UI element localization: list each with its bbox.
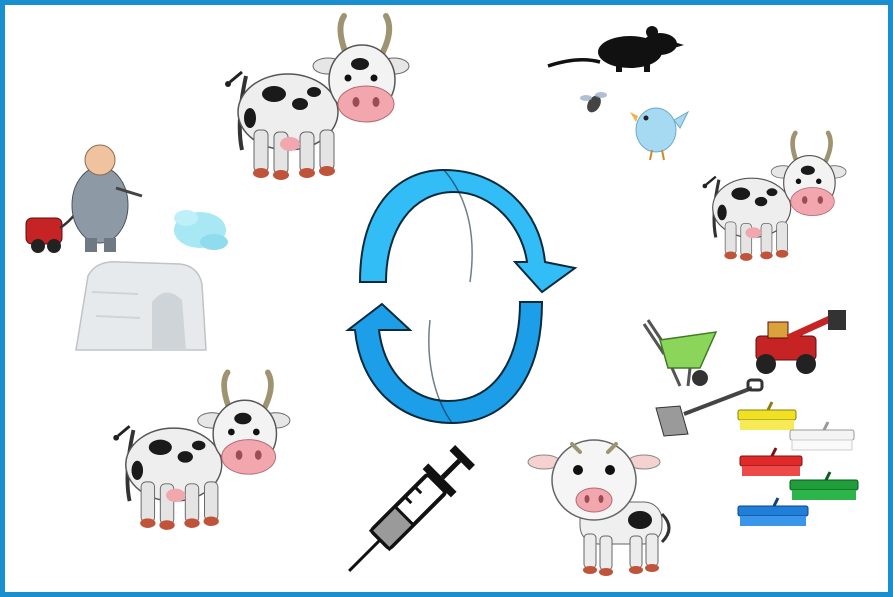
calf-icon xyxy=(528,440,669,576)
wheelbarrow-icon xyxy=(644,320,716,386)
farmer-pressure-washer-icon xyxy=(26,145,142,253)
syringe-icon xyxy=(335,441,479,585)
broom-heads-icon xyxy=(738,402,858,526)
adult-cow-bottom-left-icon xyxy=(113,372,290,529)
calf-hutch-icon xyxy=(76,262,206,350)
cycle-arrows-icon xyxy=(348,170,575,423)
rat-icon xyxy=(548,26,684,72)
bird-icon xyxy=(630,108,688,160)
fly-icon xyxy=(580,92,607,115)
telehandler-icon xyxy=(756,310,846,374)
adult-cow-right-icon xyxy=(703,133,847,261)
adult-cow-top-icon xyxy=(225,16,409,180)
water-spray-icon xyxy=(174,210,228,250)
